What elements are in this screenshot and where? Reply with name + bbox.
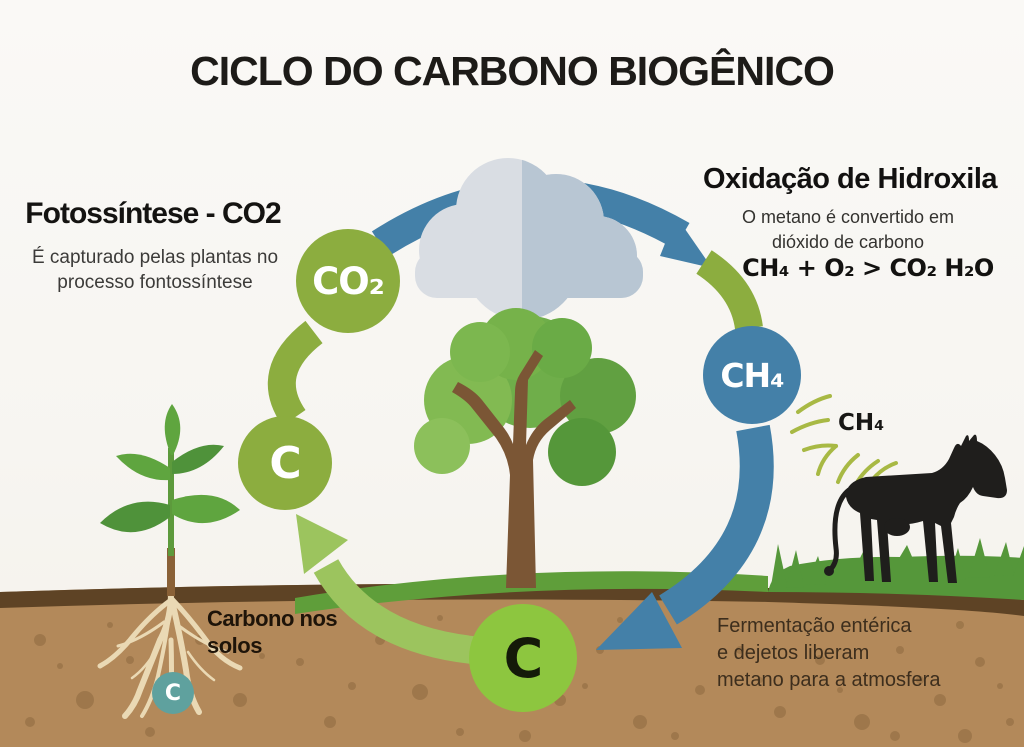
tree-icon xyxy=(414,308,636,588)
grass-blades xyxy=(770,538,1024,592)
ch4-node: CH₄ xyxy=(703,326,801,424)
fermentation-line1: Fermentação entérica xyxy=(717,615,912,637)
cow-icon xyxy=(824,434,1007,583)
oxidation-heading: Oxidação de Hidroxila xyxy=(702,163,998,195)
oxidation-body: O metano é convertido em dióxido de carb… xyxy=(728,205,968,255)
cow-methane-label: CH₄ xyxy=(838,410,885,436)
sapling-leaves xyxy=(100,404,240,533)
co2-node: CO₂ xyxy=(296,229,400,333)
soil-carbon-label: Carbono nos solos xyxy=(207,606,338,658)
left-green-arc xyxy=(267,320,323,426)
oxidation-formula: CH₄ + O₂ > CO₂ H₂O xyxy=(742,254,994,282)
photosynthesis-heading: Fotossíntese - CO2 xyxy=(25,197,281,230)
oxidation-body-line1: O metano é convertido em xyxy=(741,207,955,227)
sapling-roots xyxy=(97,589,243,719)
fermentation-label: Fermentação entérica e dejetos liberam m… xyxy=(717,613,940,694)
carbon-cycle-node: C xyxy=(238,416,332,510)
fermentation-line3: metano para a atmosfera xyxy=(717,669,941,691)
soil-speckles xyxy=(25,615,1014,743)
tree-trunk xyxy=(452,350,576,588)
fermentation-line2: e dejetos liberam xyxy=(717,642,870,664)
page-title: CICLO DO CARBONO BIOGÊNICO xyxy=(190,48,835,94)
carbon-roots-node: C xyxy=(152,672,194,714)
cow-tail xyxy=(827,487,852,573)
sapling-icon xyxy=(97,404,243,719)
down-blue-arrow xyxy=(596,424,774,650)
cloud-icon xyxy=(415,158,643,320)
right-green-arc xyxy=(696,250,763,331)
oxidation-body-line2: dióxido de carbono xyxy=(771,232,925,252)
photosynthesis-body-line2: processo fontossíntese xyxy=(57,272,253,293)
photosynthesis-body-line1: É capturado pelas plantas no xyxy=(31,247,279,268)
soil-to-cycle-green-arrow xyxy=(296,514,474,664)
carbon-soil-node: C xyxy=(469,604,577,712)
photosynthesis-body: É capturado pelas plantas no processo fo… xyxy=(10,245,300,295)
